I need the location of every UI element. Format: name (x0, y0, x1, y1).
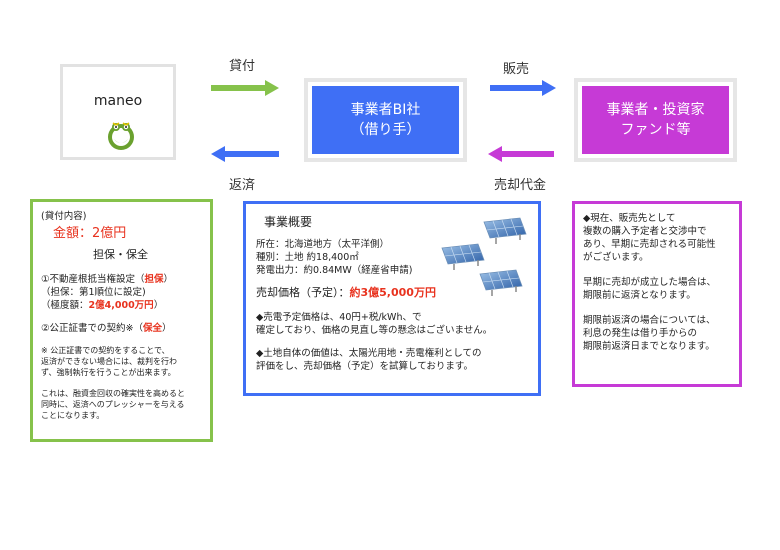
status-para1-line: がございます。 (583, 252, 649, 263)
loan-heading: (貸付内容) (41, 211, 87, 222)
item1-tag: 担保 (144, 274, 164, 285)
loan-label: 貸付 (229, 59, 256, 74)
item1-line: ①不動産根抵当権設定（担保） (41, 273, 204, 286)
note2-line: 同時に、返済へのプレッシャーを与える (41, 400, 185, 409)
item1-close: ） (163, 274, 174, 285)
borrower-box: 事業者BI社 （借り手） (304, 78, 467, 162)
solar-panel-top (483, 217, 527, 244)
note1-line: ※ 公正証書での契約をすることで、 (41, 346, 170, 355)
price-value: 約3億5,000万円 (349, 286, 436, 299)
bullet2-line: ◆土地自体の価値は、太陽光用地・売電権利としての (256, 348, 482, 359)
item1-sub2: （極度額：2億4,000万円） (41, 299, 204, 312)
buyer-type: ファンド等 (620, 122, 691, 138)
sale-status-box: ◆現在、販売先として 複数の購入予定者と交渉中で あり、早期に売却される可能性 … (572, 201, 742, 387)
solar-panel-bottom (479, 269, 523, 296)
proceeds-arrow-left-icon (488, 146, 554, 162)
buyer-box: 事業者・投資家 ファンド等 (574, 78, 737, 162)
business-price: 売却価格（予定）：約3億5,000万円 (256, 285, 528, 301)
maneo-name: maneo (93, 93, 143, 109)
repay-label: 返済 (229, 178, 256, 193)
note2-line: これは、融資金回収の確実性を高めると (41, 389, 185, 398)
bullet2-line: 評価をし、売却価格（予定）を試算しております。 (256, 361, 473, 372)
bullet1-line: ◆売電予定価格は、40円+税/kWh、で (256, 312, 422, 323)
status-para1-line: 複数の購入予定者と交渉中で (583, 226, 707, 237)
maneo-box: maneo (60, 64, 176, 160)
maneo-frog-logo-icon (108, 122, 134, 150)
item1-sub1: （担保：第1順位に設定) (41, 287, 146, 298)
item2-label: ②公正証書での契約※（ (41, 323, 143, 334)
item2-line: ②公正証書での契約※（保全） (41, 322, 204, 335)
sale-arrow-right-icon (490, 80, 556, 96)
item1-sub2-value: 2億4,000万円 (88, 300, 154, 311)
item1-sub2-pre: （極度額： (41, 300, 89, 311)
status-para3-line: 利息の発生は借り手からの (583, 328, 698, 339)
borrower-role: （借り手） (350, 122, 421, 138)
item1-sub2-post: ） (153, 300, 164, 311)
status-para2-line: 期限前に返済となります。 (583, 290, 696, 301)
item2-close: ） (162, 323, 172, 334)
business-title: 事業概要 (264, 215, 313, 229)
note1-line: 返済ができない場合には、裁判を行わ (41, 357, 177, 366)
note2-line: ことになります。 (41, 411, 105, 420)
solar-panel-icon (441, 217, 527, 296)
status-para1-line: ◆現在、販売先として (583, 213, 676, 224)
buyer-name: 事業者・投資家 (606, 102, 705, 118)
note1-line: ず、強制執行を行うことが出来ます。 (41, 368, 176, 377)
item2-tag: 保全 (142, 323, 162, 334)
item1-label: ①不動産根抵当権設定（ (41, 274, 145, 285)
borrower-inner: 事業者BI社 （借り手） (312, 86, 459, 154)
bullet1-line: 確定しており、価格の見直し等の懸念はございません。 (256, 325, 493, 336)
loan-arrow-right-icon (211, 80, 279, 96)
status-para3-line: 期限前返済日までとなります。 (583, 341, 715, 352)
collateral-title: 担保・保全 (93, 248, 148, 261)
business-output: 発電出力：約0.84MW（経産省申請) (256, 265, 413, 276)
proceeds-label: 売却代金 (494, 178, 547, 193)
loan-details-box: (貸付内容) 金額：2億円 担保・保全 ①不動産根抵当権設定（担保） （担保：第… (30, 199, 213, 442)
business-location: 所在：北海道地方（太平洋側） (256, 239, 390, 250)
sale-label: 販売 (503, 62, 530, 77)
loan-amount: 金額：2億円 (53, 226, 127, 241)
business-land: 種別：土地 約18,400㎡ (256, 252, 359, 263)
solar-panel-middle (441, 243, 485, 270)
status-para1-line: あり、早期に売却される可能性 (583, 239, 716, 250)
repay-arrow-left-icon (211, 146, 279, 162)
status-para3-line: 期限前返済の場合については、 (583, 315, 716, 326)
buyer-inner: 事業者・投資家 ファンド等 (582, 86, 729, 154)
status-para2-line: 早期に売却が成立した場合は、 (583, 277, 717, 288)
borrower-name: 事業者BI社 (350, 102, 421, 118)
price-label: 売却価格（予定）： (256, 286, 350, 299)
